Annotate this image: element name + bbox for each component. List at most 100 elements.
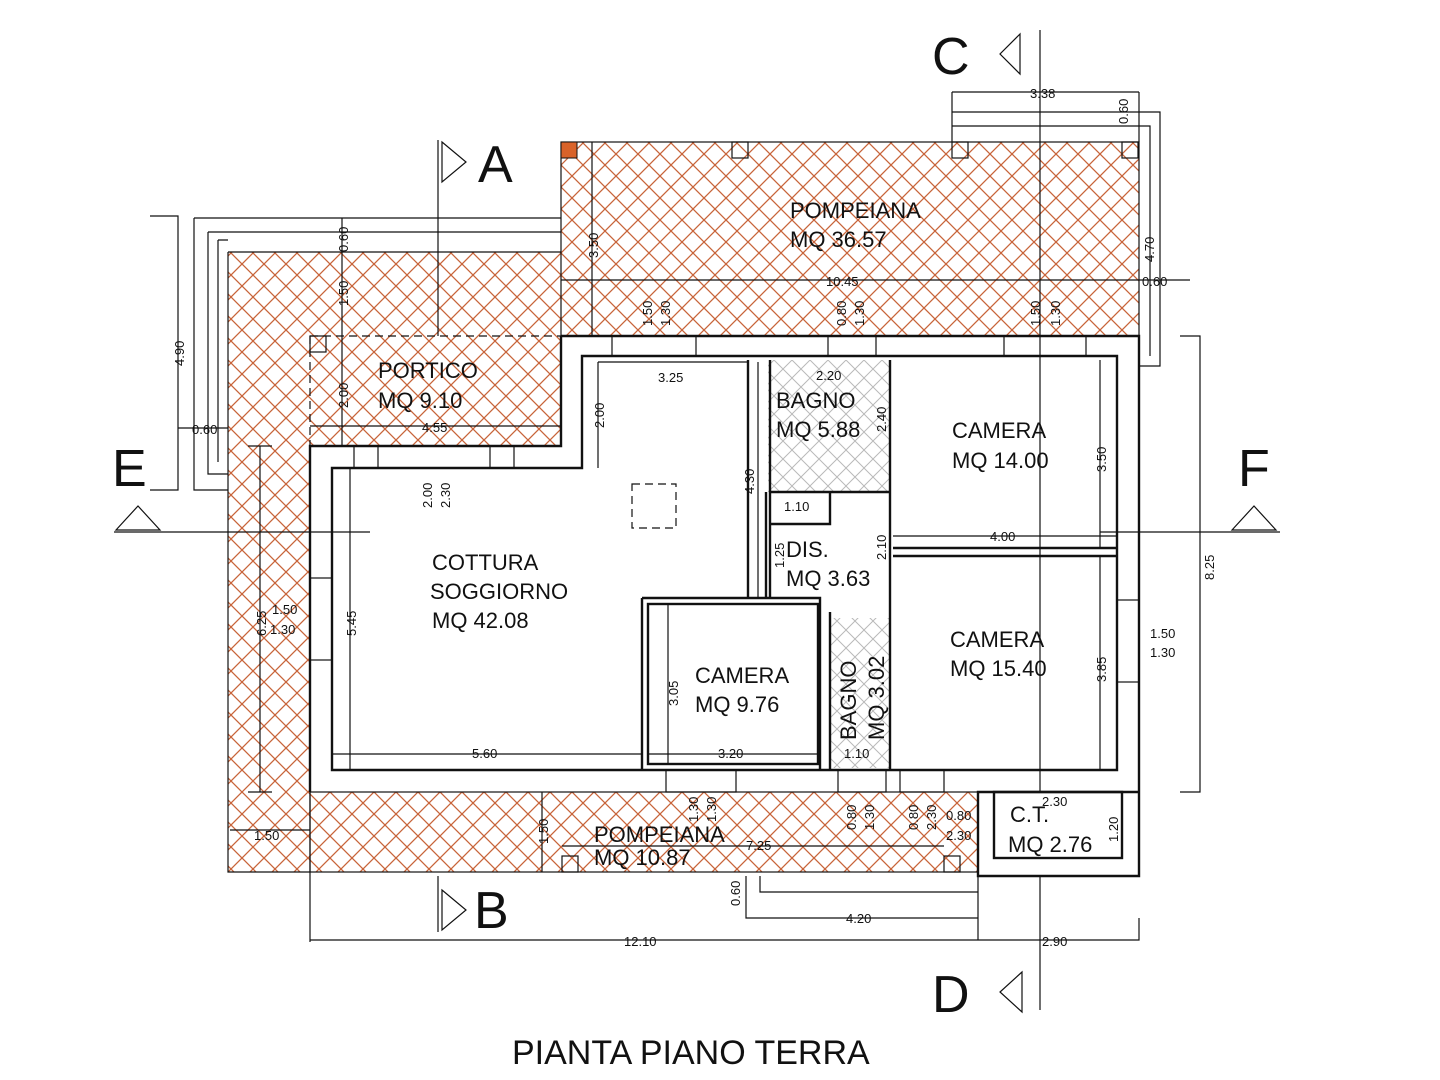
bagno2-name: BAGNO (836, 661, 861, 740)
svg-text:2.30: 2.30 (924, 805, 939, 830)
camera1-name: CAMERA (952, 418, 1046, 443)
portico-area-text: MQ 9.10 (378, 388, 462, 413)
ct-name: C.T. (1010, 802, 1049, 827)
svg-text:1.50: 1.50 (536, 819, 551, 844)
svg-text:1.50: 1.50 (336, 281, 351, 306)
svg-text:8.25: 8.25 (1202, 555, 1217, 580)
exterior-wall-inner (330, 354, 1119, 772)
portico-name: PORTICO (378, 358, 478, 383)
dis-area: MQ 3.63 (786, 566, 870, 591)
svg-text:0.80: 0.80 (844, 805, 859, 830)
svg-text:3.20: 3.20 (718, 746, 743, 761)
section-e-label: E (112, 440, 147, 498)
svg-text:1.30: 1.30 (658, 301, 673, 326)
svg-text:4.55: 4.55 (422, 420, 447, 435)
svg-text:1.50: 1.50 (254, 828, 279, 843)
svg-text:1.10: 1.10 (784, 499, 809, 514)
svg-text:3.05: 3.05 (666, 681, 681, 706)
dimension-labels: 3.38 10.45 0.60 0.60 4.55 3.25 2.20 1.10… (192, 86, 1175, 949)
pompeiana-bottom-area-text: MQ 10.87 (594, 845, 691, 870)
bagno1-name: BAGNO (776, 388, 855, 413)
svg-text:2.00: 2.00 (336, 383, 351, 408)
svg-text:10.45: 10.45 (826, 274, 859, 289)
svg-text:1.30: 1.30 (862, 805, 877, 830)
section-markers (114, 30, 1280, 1014)
section-c-label: C (932, 28, 970, 86)
ct-area: MQ 2.76 (1008, 832, 1092, 857)
svg-text:6.25: 6.25 (254, 611, 269, 636)
svg-text:4.70: 4.70 (1142, 237, 1157, 262)
section-f-label: F (1238, 440, 1270, 498)
svg-text:3.50: 3.50 (586, 233, 601, 258)
section-b-label: B (474, 882, 509, 940)
svg-text:1.30: 1.30 (1048, 301, 1063, 326)
svg-text:1.50: 1.50 (640, 301, 655, 326)
svg-text:2.90: 2.90 (1042, 934, 1067, 949)
plan-title: PIANTA PIANO TERRA (512, 1034, 870, 1072)
cottura-area: MQ 42.08 (432, 608, 529, 633)
pompeiana-top-area (561, 142, 1139, 336)
svg-text:0.80: 0.80 (834, 301, 849, 326)
svg-text:2.20: 2.20 (816, 368, 841, 383)
svg-text:2.40: 2.40 (874, 407, 889, 432)
svg-text:1.30: 1.30 (270, 622, 295, 637)
bagno1-area: MQ 5.88 (776, 417, 860, 442)
pompeiana-bottom-area (310, 792, 978, 872)
svg-text:2.00: 2.00 (420, 483, 435, 508)
svg-text:4.30: 4.30 (742, 469, 757, 494)
svg-text:0.60: 0.60 (336, 227, 351, 252)
svg-text:5.60: 5.60 (472, 746, 497, 761)
section-d-label: D (932, 966, 970, 1024)
svg-text:1.20: 1.20 (1106, 817, 1121, 842)
section-a-label: A (478, 136, 513, 194)
windows (309, 335, 1140, 793)
ct-room-wall (992, 790, 1124, 860)
svg-text:0.80: 0.80 (906, 805, 921, 830)
svg-text:1.25: 1.25 (772, 543, 787, 568)
svg-text:2.10: 2.10 (874, 535, 889, 560)
svg-text:1.50: 1.50 (1028, 301, 1043, 326)
bagno2-area: MQ 3.02 (864, 656, 889, 740)
svg-text:3.25: 3.25 (658, 370, 683, 385)
svg-text:1.50: 1.50 (272, 602, 297, 617)
svg-text:2.30: 2.30 (1042, 794, 1067, 809)
pompeiana-top-name: POMPEIANA (790, 198, 921, 223)
svg-text:0.60: 0.60 (1142, 274, 1167, 289)
svg-text:1.10: 1.10 (844, 746, 869, 761)
portico-outline (227, 251, 561, 873)
camera3-walls (646, 602, 820, 766)
svg-text:4.90: 4.90 (172, 341, 187, 366)
svg-text:4.00: 4.00 (990, 529, 1015, 544)
svg-text:12.10: 12.10 (624, 934, 657, 949)
svg-text:2.00: 2.00 (592, 403, 607, 428)
svg-text:1.50: 1.50 (1150, 626, 1175, 641)
camera2-name: CAMERA (950, 627, 1044, 652)
svg-text:7.25: 7.25 (746, 838, 771, 853)
svg-text:1.30: 1.30 (704, 797, 719, 822)
svg-text:4.20: 4.20 (846, 911, 871, 926)
svg-text:1.30: 1.30 (852, 301, 867, 326)
camera2-area: MQ 15.40 (950, 656, 1047, 681)
dis-name: DIS. (786, 537, 829, 562)
interior-walls (640, 360, 1117, 770)
cottura-name1: COTTURA (432, 550, 539, 575)
camera3-area: MQ 9.76 (695, 692, 779, 717)
skylight (631, 483, 677, 529)
dimension-labels-vertical: 0.60 4.70 3.50 0.60 1.50 4.90 1.50 1.30 … (172, 99, 1217, 906)
portico-area (228, 252, 561, 872)
svg-text:0.60: 0.60 (728, 881, 743, 906)
svg-text:0.60: 0.60 (192, 422, 217, 437)
svg-text:1.30: 1.30 (1150, 645, 1175, 660)
svg-text:3.38: 3.38 (1030, 86, 1055, 101)
bagno1-tile (768, 360, 890, 492)
svg-text:3.85: 3.85 (1094, 657, 1109, 682)
svg-text:3.50: 3.50 (1094, 447, 1109, 472)
bagno2-tile (830, 618, 890, 768)
svg-text:5.45: 5.45 (344, 611, 359, 636)
pompeiana-bottom-name: POMPEIANA (594, 822, 725, 847)
svg-text:0.60: 0.60 (1116, 99, 1131, 124)
svg-text:2.30: 2.30 (946, 828, 971, 843)
portico-dashed-line (309, 335, 561, 446)
pompeiana-top-area-text: MQ 36.57 (790, 227, 887, 252)
